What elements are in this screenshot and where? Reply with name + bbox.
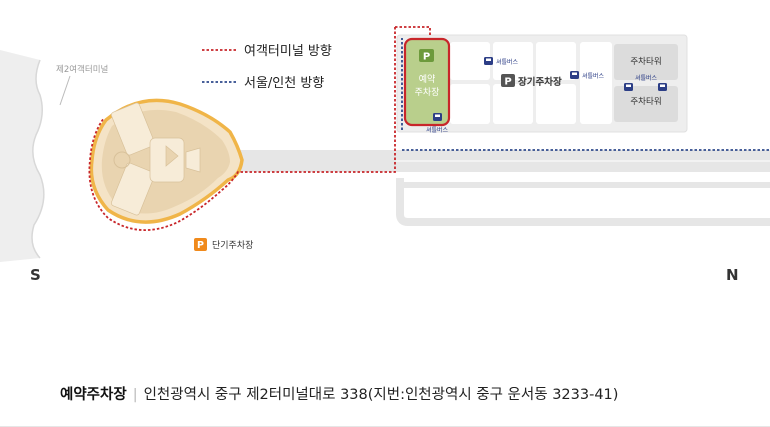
address-text: 인천광역시 중구 제2터미널대로 338(지번:인천광역시 중구 운서동 323… [143, 387, 619, 403]
secondary-road [396, 178, 770, 226]
long-term-p-badge [501, 74, 515, 87]
parking-block [536, 42, 576, 80]
reserved-lot [403, 37, 451, 127]
short-term-label: 단기주차장 [212, 239, 253, 251]
compass-south: S [30, 266, 41, 284]
bus-icon [624, 83, 633, 91]
reserved-lot-label-2: 주차장 [415, 86, 440, 98]
bus-icon [658, 83, 667, 91]
parking-block [450, 84, 490, 124]
terminal-wings [111, 102, 201, 216]
parking-tower-1-label: 주차타워 [630, 57, 661, 67]
shuttle-top-label: 셔틀버스 [496, 58, 519, 66]
parking-block [536, 84, 576, 124]
address-separator: | [132, 387, 138, 403]
shuttle-mid-label: 셔틀버스 [582, 72, 605, 80]
route-to-terminal [88, 26, 431, 231]
legend-seoul-direction: 서울/인천 방향 [244, 76, 324, 91]
bus-icon [433, 113, 442, 121]
shuttle-right-label: 셔틀버스 [635, 74, 658, 82]
address-title: 예약주차장 [60, 387, 127, 403]
bus-icon [570, 71, 579, 79]
parking-block [450, 42, 490, 80]
legend-terminal-direction: 여객터미널 방향 [244, 44, 332, 59]
bus-icon [484, 57, 493, 65]
parking-block [493, 84, 533, 124]
reserved-bus-label: 셔틀버스 [426, 126, 449, 134]
parking-tower-block [614, 44, 678, 80]
short-term-p-badge [194, 238, 207, 251]
terminal2-leader [59, 75, 71, 106]
road-spur [400, 182, 770, 188]
reserved-lot-p: P [423, 52, 430, 63]
coastline [0, 50, 44, 262]
short-term-p: P [197, 240, 204, 251]
parking-tower-2-label: 주차타워 [630, 97, 661, 107]
reserved-lot-label-1: 예약 [419, 73, 436, 85]
terminal2-label: 제2여객터미널 [56, 64, 108, 75]
parking-block [493, 42, 533, 80]
address-line: 예약주차장 | 인천광역시 중구 제2터미널대로 338(지번:인천광역시 중구 운… [60, 383, 618, 404]
long-term-p: P [504, 77, 511, 88]
terminal-center [113, 151, 131, 169]
reserved-lot-p-badge [419, 49, 434, 62]
parking-block [580, 42, 612, 124]
parking-tower-block [614, 86, 678, 122]
route-to-seoul [401, 38, 770, 151]
long-term-label: 장기주차장 [518, 76, 562, 88]
compass-north: N [726, 266, 739, 284]
coastline-edge [31, 59, 45, 259]
